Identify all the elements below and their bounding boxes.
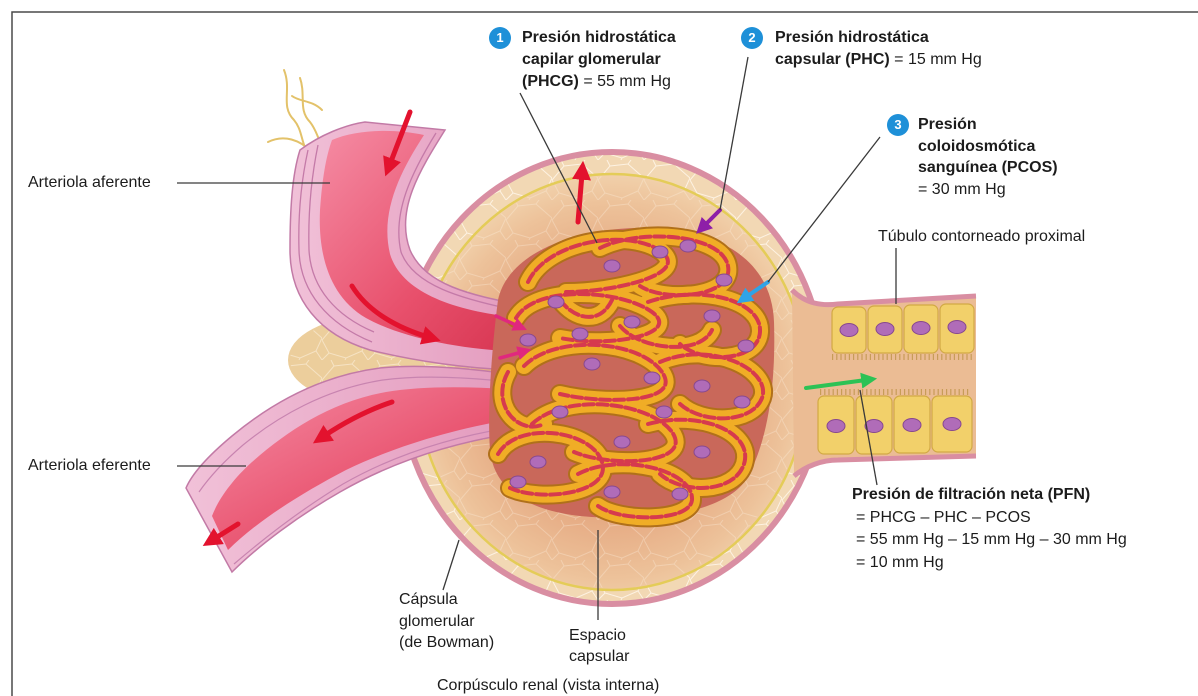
- capsule-label-line: (de Bowman): [399, 632, 494, 654]
- podocyte-nucleus: [672, 488, 688, 500]
- net-filtration-title: Presión de filtración neta (PFN): [852, 484, 1127, 507]
- pressure-value: = 55 mm Hg: [583, 73, 671, 90]
- space-label-line: Espacio: [569, 625, 629, 646]
- podocyte-nucleus: [552, 406, 568, 418]
- cell-nucleus: [876, 323, 894, 336]
- capsule-label: Cápsula glomerular (de Bowman): [399, 589, 494, 654]
- podocyte-nucleus: [734, 396, 750, 408]
- podocyte-nucleus: [644, 372, 660, 384]
- leader-line-phc: [720, 57, 748, 210]
- net-filtration-result: = 10 mm Hg: [852, 552, 1127, 575]
- pressure-title-line: capilar glomerular: [522, 49, 676, 71]
- podocyte-nucleus: [548, 296, 564, 308]
- number-badge-1: 1: [489, 27, 511, 49]
- pressure-title-line: Presión hidrostática: [775, 27, 982, 49]
- pressure-value: = 30 mm Hg: [918, 179, 1058, 201]
- pressure-title-line: Presión: [918, 114, 1058, 136]
- nerve-fiber: [292, 96, 322, 110]
- number-badge-3: 3: [887, 114, 909, 136]
- cell-nucleus: [943, 418, 961, 431]
- capsule-label-line: Cápsula: [399, 589, 494, 611]
- podocyte-nucleus: [738, 340, 754, 352]
- podocyte-nucleus: [680, 240, 696, 252]
- podocyte-nucleus: [520, 334, 536, 346]
- proximal-convoluted-tubule: [792, 290, 976, 476]
- podocyte-nucleus: [510, 476, 526, 488]
- pressure-label-phcg: Presión hidrostática capilar glomerular …: [522, 27, 676, 93]
- capsular-space-label: Espacio capsular: [569, 625, 629, 667]
- glomerulus: [489, 228, 774, 518]
- pressure-title-line: coloidosmótica: [918, 136, 1058, 158]
- podocyte-nucleus: [694, 380, 710, 392]
- cell-nucleus: [827, 420, 845, 433]
- figure-caption: Corpúsculo renal (vista interna): [437, 676, 659, 696]
- podocyte-nucleus: [530, 456, 546, 468]
- tubule-label: Túbulo contorneado proximal: [878, 226, 1085, 248]
- pressure-abbreviation: (PHCG): [522, 73, 579, 90]
- cell-nucleus: [903, 419, 921, 432]
- net-filtration-substitution: = 55 mm Hg – 15 mm Hg – 30 mm Hg: [852, 529, 1127, 552]
- podocyte-nucleus: [656, 406, 672, 418]
- capsule-label-line: glomerular: [399, 611, 494, 633]
- podocyte-nucleus: [604, 486, 620, 498]
- podocyte-nucleus: [604, 260, 620, 272]
- net-filtration-label: Presión de filtración neta (PFN) = PHCG …: [852, 484, 1127, 574]
- tubule-lower-wall: [818, 396, 972, 454]
- pressure-title-line: Presión hidrostática: [522, 27, 676, 49]
- pressure-value-line: capsular (PHC) = 15 mm Hg: [775, 49, 982, 71]
- podocyte-nucleus: [716, 274, 732, 286]
- space-label-line: capsular: [569, 646, 629, 667]
- podocyte-nucleus: [652, 246, 668, 258]
- podocyte-nucleus: [572, 328, 588, 340]
- afferent-arteriole-label: Arteriola aferente: [28, 172, 151, 194]
- pressure-value: = 15 mm Hg: [894, 51, 982, 68]
- podocyte-nucleus: [614, 436, 630, 448]
- podocyte-nucleus: [584, 358, 600, 370]
- net-filtration-formula: = PHCG – PHC – PCOS: [852, 507, 1127, 530]
- efferent-arteriole-label: Arteriola eferente: [28, 455, 151, 477]
- pressure-abbreviation: sanguínea (PCOS): [918, 157, 1058, 179]
- leader-line-pcos: [768, 137, 880, 282]
- cell-nucleus: [840, 324, 858, 337]
- podocyte-nucleus: [624, 316, 640, 328]
- cell-nucleus: [948, 321, 966, 334]
- podocyte-nucleus: [704, 310, 720, 322]
- leader-line-capsule: [443, 540, 459, 590]
- pressure-label-pcos: Presión coloidosmótica sanguínea (PCOS) …: [918, 114, 1058, 200]
- pressure-label-phc: Presión hidrostática capsular (PHC) = 15…: [775, 27, 982, 71]
- podocyte-nucleus: [694, 446, 710, 458]
- pressure-abbreviation: capsular (PHC): [775, 51, 890, 68]
- pressure-value-line: (PHCG) = 55 mm Hg: [522, 71, 676, 93]
- cell-nucleus: [912, 322, 930, 335]
- number-badge-2: 2: [741, 27, 763, 49]
